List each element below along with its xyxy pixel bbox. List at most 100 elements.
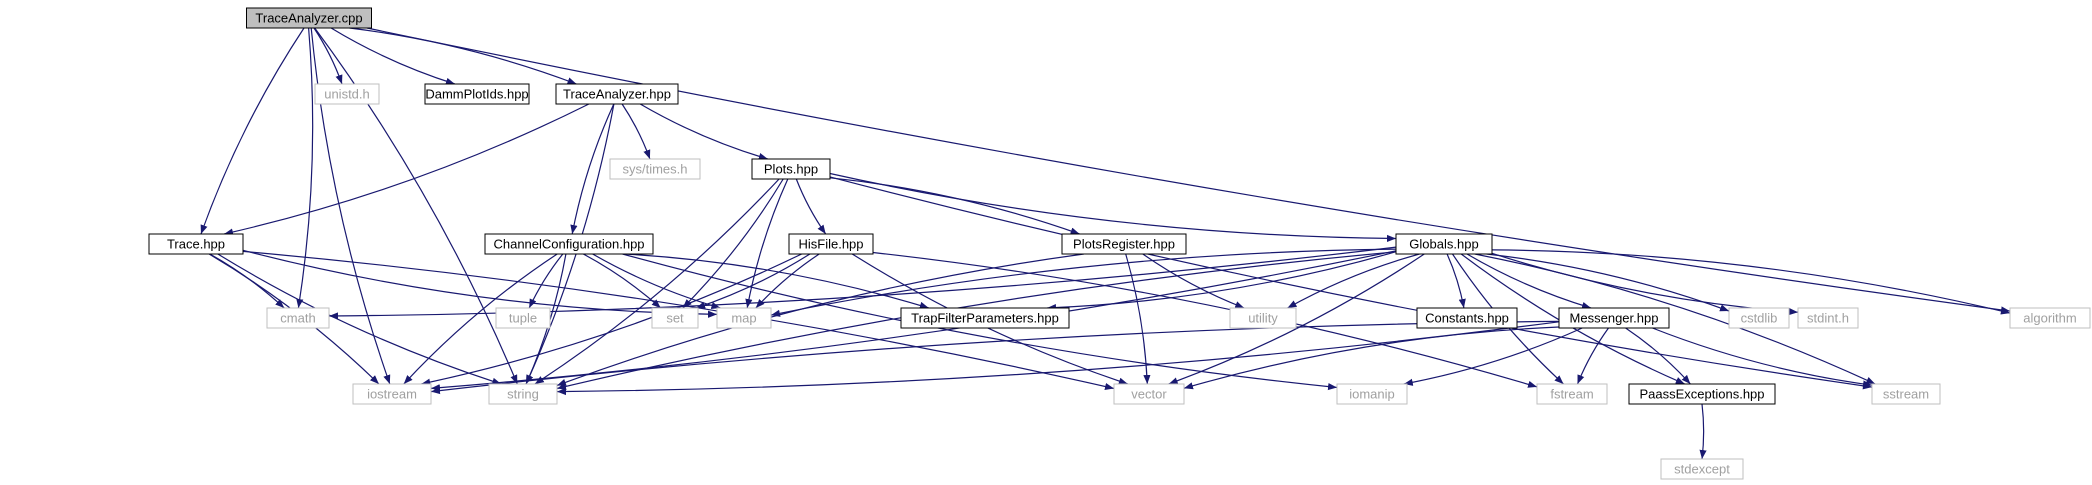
node-box [314,83,380,105]
node-trapfilter[interactable]: TrapFilterParameters.hpp [900,307,1070,329]
edge-traceanalyzer_cpp-to-unistd [313,27,343,85]
node-label: string [507,386,539,401]
node-box [609,158,701,180]
node-tuple: tuple [495,307,551,329]
edge-traceanalyzer_cpp-to-dammplotids [330,27,456,85]
nodes-layer: TraceAnalyzer.cpp unistd.h DammPlotIds.hpp… [148,7,2091,480]
edge-hisfile-to-iostream [421,253,802,386]
node-label: iomanip [1349,386,1395,401]
node-utility: utility [1229,307,1297,329]
node-label: cmath [280,310,315,325]
node-fstream: fstream [1536,383,1608,405]
node-iomanip: iomanip [1336,383,1408,405]
edge-traceanalyzer_cpp-to-algorithm [366,27,2011,314]
edge-globals-to-string [556,251,1397,390]
node-box [651,307,699,329]
edge-traceanalyzer_cpp-to-trace [200,27,305,235]
edge-trace-to-map [242,249,718,318]
node-label: fstream [1550,386,1593,401]
node-box [488,383,558,405]
edge-channelconfig-to-iostream [403,253,558,385]
edge-plotsregister-to-string [556,253,1084,387]
edge-traceanalyzer_cpp-to-cmath [296,27,314,309]
node-messenger[interactable]: Messenger.hpp [1558,307,1670,329]
node-box [148,233,244,255]
edge-globals-to-cmath [328,246,1397,320]
node-label: Constants.hpp [1425,310,1509,325]
node-label: ChannelConfiguration.hpp [493,236,644,251]
node-box [352,383,432,405]
edge-plots-to-map [745,178,789,309]
node-unistd: unistd.h [314,83,380,105]
node-label: iostream [367,386,417,401]
node-systimes: sys/times.h [609,158,701,180]
node-box [1660,458,1744,480]
node-hisfile[interactable]: HisFile.hpp [788,233,874,255]
node-map: map [716,307,772,329]
node-box [1536,383,1608,405]
node-label: sstream [1883,386,1929,401]
node-box [555,83,679,105]
edge-plotsregister-to-vector [1125,253,1151,385]
node-cstdlib: cstdlib [1728,307,1790,329]
edge-globals-to-trapfilter [1046,251,1397,312]
node-box [246,7,372,29]
node-label: Messenger.hpp [1570,310,1659,325]
node-trace[interactable]: Trace.hpp [148,233,244,255]
node-box [1229,307,1297,329]
edge-messenger-to-fstream [1576,327,1609,385]
edge-traceanalyzer_cpp-to-iostream [310,27,391,385]
edge-globals-to-utility [1287,253,1420,309]
node-label: algorithm [2023,310,2076,325]
node-algorithm: algorithm [2009,307,2091,329]
edge-channelconfig-to-tuple [528,253,564,309]
node-box [788,233,874,255]
edge-globals-to-sstream [1474,253,1876,385]
node-box [1871,383,1941,405]
edge-globals-to-stdint [1491,252,1799,316]
edge-plots-to-hisfile [795,178,827,235]
node-vector: vector [1113,383,1185,405]
node-box [716,307,772,329]
node-set: set [651,307,699,329]
node-box [1336,383,1408,405]
edge-globals-to-constants [1446,253,1466,309]
edge-plots-to-sstream [829,176,1873,390]
node-traceanalyzer-cpp[interactable]: TraceAnalyzer.cpp [246,7,372,29]
node-label: stdint.h [1807,310,1849,325]
edge-channelconfig-to-iomanip [622,253,1338,391]
node-label: vector [1131,386,1167,401]
node-label: Globals.hpp [1409,236,1478,251]
edge-traceanalyzer_cpp-to-traceanalyzer_hpp [349,27,577,85]
node-dammplotids[interactable]: DammPlotIds.hpp [424,83,530,105]
edge-traceanalyzer_hpp-to-channelconfig [570,103,615,235]
edge-trace-to-string [217,253,502,385]
node-plotsregister[interactable]: PlotsRegister.hpp [1061,233,1187,255]
edge-traceanalyzer_hpp-to-plots [639,103,768,160]
node-label: HisFile.hpp [798,236,863,251]
node-globals[interactable]: Globals.hpp [1395,233,1493,255]
node-label: TraceAnalyzer.cpp [255,10,362,25]
node-box [2009,307,2091,329]
node-box [484,233,654,255]
node-paassexceptions[interactable]: PaassExceptions.hpp [1628,383,1776,405]
node-channelconfig[interactable]: ChannelConfiguration.hpp [484,233,654,255]
edge-hisfile-to-fstream [872,251,1538,388]
node-label: unistd.h [324,86,370,101]
node-box [424,83,530,105]
node-stdint: stdint.h [1797,307,1859,329]
edge-trace-to-vector [242,250,1115,391]
node-box [1728,307,1790,329]
node-box [266,307,330,329]
node-box [1797,307,1859,329]
edge-plots-to-set [682,178,784,309]
node-label: cstdlib [1741,310,1778,325]
node-label: PlotsRegister.hpp [1073,236,1175,251]
node-constants[interactable]: Constants.hpp [1416,307,1518,329]
node-traceanalyzer-hpp[interactable]: TraceAnalyzer.hpp [555,83,679,105]
edge-channelconfig-to-map [592,253,721,309]
node-box [1395,233,1493,255]
node-plots[interactable]: Plots.hpp [751,158,831,180]
edge-globals-to-messenger [1466,253,1592,309]
